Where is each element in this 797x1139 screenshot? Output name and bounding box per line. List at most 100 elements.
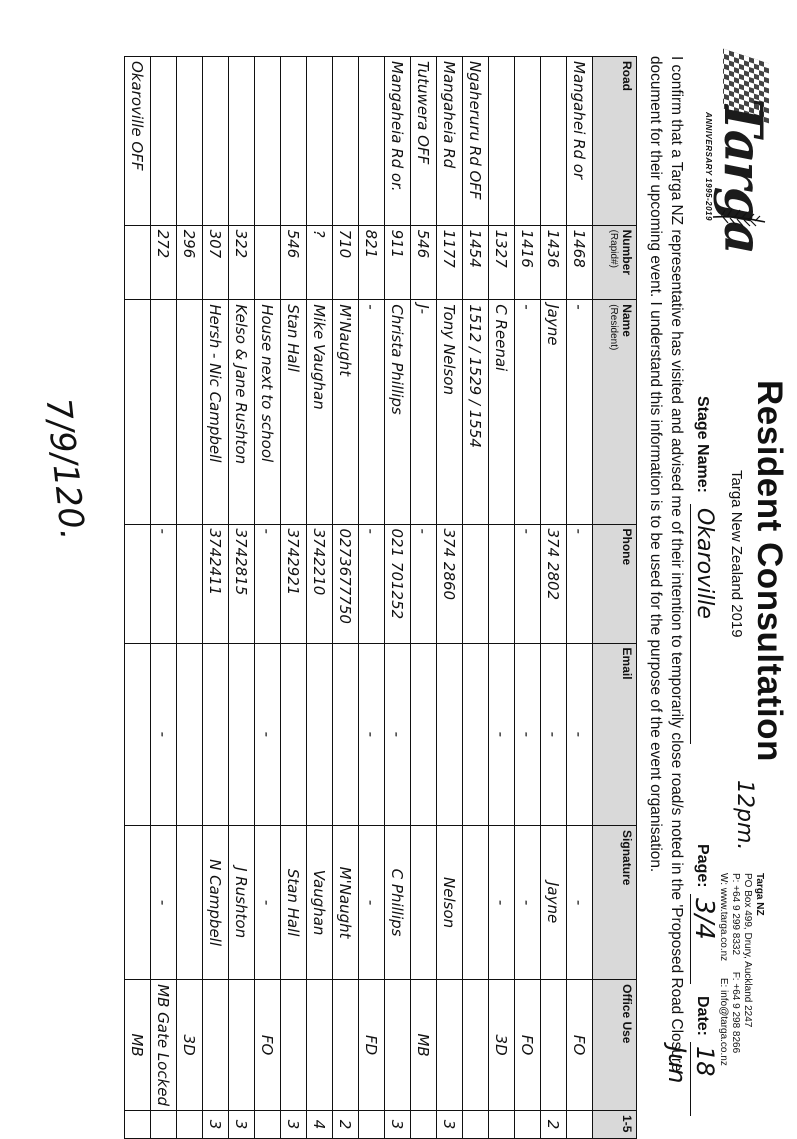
cell-signature	[176, 825, 203, 980]
cell-phone: -	[514, 524, 541, 644]
cell-email: -	[488, 643, 515, 826]
cell-name: -	[358, 299, 385, 524]
cell-email	[462, 643, 489, 826]
cell-name: House next to school	[254, 299, 281, 524]
cell-phone: 3742411	[202, 524, 229, 644]
date-label: Date:	[694, 996, 711, 1037]
cell-phone: -	[358, 524, 385, 644]
stage-name-label: Stage Name:	[694, 396, 711, 493]
cell-road	[358, 56, 385, 226]
cell-rating: 2	[332, 1110, 359, 1139]
cell-name: Stan Hall	[280, 299, 307, 524]
column-header-label: Number	[620, 229, 634, 275]
cell-road	[254, 56, 281, 226]
cell-rating	[514, 1110, 541, 1139]
column-header-label: Signature	[620, 830, 634, 886]
cell-email: -	[358, 643, 385, 826]
cell-rating	[254, 1110, 281, 1139]
column-header: Signature	[592, 825, 637, 980]
contact-fax: F: +64 9 298 8266	[730, 971, 741, 1054]
column-header: Road	[592, 56, 637, 226]
cell-office	[228, 979, 255, 1111]
cell-email: -	[384, 643, 411, 826]
contact-phone: P: +64 9 299 8332	[730, 873, 741, 956]
cell-number: 546	[280, 225, 307, 300]
cell-road	[202, 56, 229, 226]
contact-phone-fax: P: +64 9 299 8332 F: +64 9 298 8266	[729, 873, 741, 1066]
cell-number: 1416	[514, 225, 541, 300]
cell-number: ?	[306, 225, 333, 300]
cell-signature	[124, 825, 151, 980]
cell-signature: Stan Hall	[280, 825, 307, 980]
cell-road	[280, 56, 307, 226]
cell-rating	[176, 1110, 203, 1139]
cell-name: Hersh - Nic Campbell	[202, 299, 229, 524]
cell-name	[150, 299, 177, 524]
cell-name	[124, 299, 151, 524]
cell-name: -	[566, 299, 593, 524]
cell-phone: 374 2802	[540, 524, 567, 644]
cell-rating: 3	[202, 1110, 229, 1139]
logo-anniversary-text: ANNIVERSARY 1995-2019	[704, 112, 713, 221]
cell-signature	[410, 825, 437, 980]
contact-address: PO Box 499, Drury, Auckland 2247	[742, 873, 753, 1028]
column-header-label: Name	[620, 304, 634, 337]
page-subtitle: Targa New Zealand 2019	[728, 470, 745, 638]
cell-phone: -	[254, 524, 281, 644]
cell-office: FO	[254, 979, 281, 1111]
cell-phone	[462, 524, 489, 644]
column-header-label: Email	[620, 647, 634, 680]
cell-phone: 374 2860	[436, 524, 463, 644]
cell-signature: -	[514, 825, 541, 980]
column-header: Office Use	[592, 979, 637, 1111]
cell-email	[436, 643, 463, 826]
column-header: Name(Resident)	[592, 299, 637, 524]
cell-number	[254, 225, 281, 300]
column-header-label: Office Use	[620, 984, 634, 1044]
column-header: Email	[592, 643, 637, 826]
handwritten-time-note: 12pm.	[732, 780, 757, 851]
cell-signature: -	[254, 825, 281, 980]
cell-phone: -	[150, 524, 177, 644]
cell-rating: 3	[228, 1110, 255, 1139]
column-header: 1-5	[592, 1110, 637, 1139]
cell-email: -	[566, 643, 593, 826]
handwritten-bottom-note: 7/9/120.	[37, 396, 93, 542]
stage-name-underline	[690, 504, 691, 744]
cell-office: MB	[124, 979, 151, 1111]
cell-rating	[462, 1110, 489, 1139]
cell-number: 546	[410, 225, 437, 300]
cell-office: MB	[410, 979, 437, 1111]
cell-name: C Reenai	[488, 299, 515, 524]
page-value: 3/4	[689, 898, 719, 940]
cell-name: Jayne	[540, 299, 567, 524]
cell-email	[306, 643, 333, 826]
cell-email	[280, 643, 307, 826]
cell-office	[436, 979, 463, 1111]
cell-email	[124, 643, 151, 826]
column-header-label: Road	[620, 61, 634, 91]
cell-office	[540, 979, 567, 1111]
targa-logo: Targa ANNIVERSARY 1995-2019	[697, 48, 775, 253]
cell-office: 3D	[488, 979, 515, 1111]
cell-office	[332, 979, 359, 1111]
cell-number: 911	[384, 225, 411, 300]
cell-email: -	[540, 643, 567, 826]
cell-office	[384, 979, 411, 1111]
table-row: 272---MB Gate Locked	[150, 56, 177, 1139]
cell-rating: 4	[306, 1110, 333, 1139]
cell-number: 1327	[488, 225, 515, 300]
cell-rating: 3	[384, 1110, 411, 1139]
column-header-label: Phone	[620, 528, 634, 566]
cell-signature: -	[566, 825, 593, 980]
cell-phone	[176, 524, 203, 644]
cell-email	[202, 643, 229, 826]
